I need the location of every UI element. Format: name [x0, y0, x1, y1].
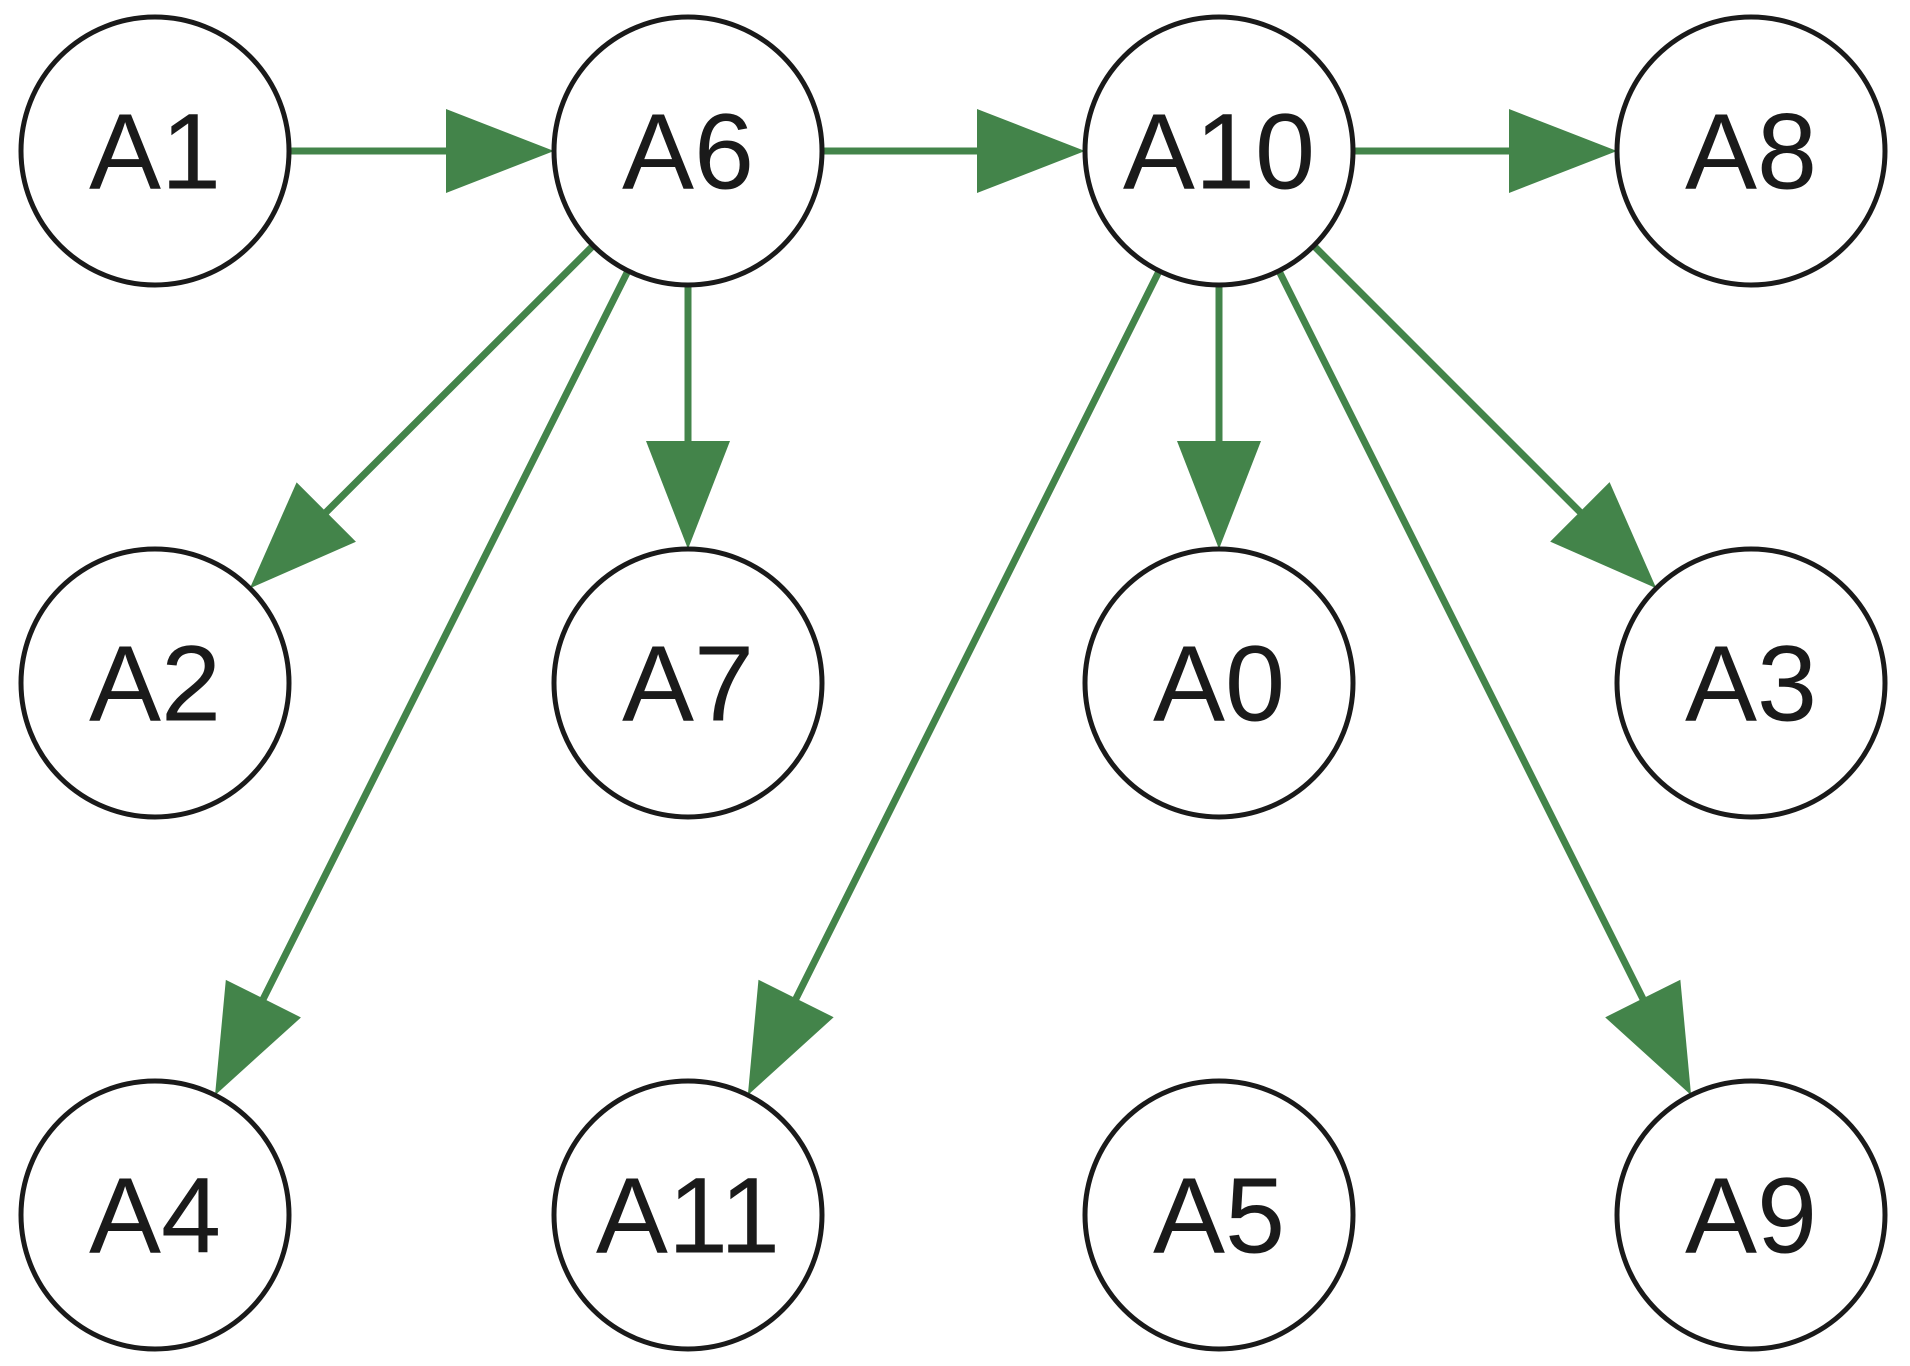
- node-a9: A9: [1614, 1078, 1888, 1352]
- node-a0: A0: [1082, 546, 1356, 820]
- node-label: A2: [89, 623, 221, 744]
- node-circle: [1614, 546, 1888, 820]
- edge-line: [1310, 242, 1587, 519]
- edges-layer: [215, 109, 1692, 1096]
- node-label: A11: [596, 1155, 780, 1276]
- arrowhead: [1550, 482, 1657, 589]
- node-circle: [551, 1078, 825, 1352]
- arrowhead: [446, 109, 554, 193]
- node-circle: [18, 546, 292, 820]
- arrowhead: [1605, 979, 1692, 1096]
- node-circle: [1614, 14, 1888, 288]
- node-circle: [18, 1078, 292, 1352]
- edge-line: [258, 267, 632, 1006]
- arrowhead: [215, 979, 301, 1096]
- node-circle: [1082, 546, 1356, 820]
- node-a11: A11: [551, 1078, 825, 1352]
- arrowhead: [249, 482, 356, 589]
- node-label: A0: [1153, 623, 1285, 744]
- edge-a10-to-a3: [1310, 242, 1657, 589]
- node-label: A5: [1153, 1155, 1285, 1276]
- edge-a6-to-a2: [249, 242, 597, 589]
- node-label: A8: [1685, 91, 1817, 212]
- arrowhead: [1509, 109, 1617, 193]
- node-a5: A5: [1082, 1078, 1356, 1352]
- edge-line: [319, 242, 597, 519]
- node-circle: [1082, 14, 1356, 288]
- node-circle: [18, 14, 292, 288]
- edge-a10-to-a0: [1177, 281, 1261, 549]
- node-label: A4: [89, 1155, 221, 1276]
- node-circle: [1614, 1078, 1888, 1352]
- arrowhead: [977, 109, 1085, 193]
- node-a10: A10: [1082, 14, 1356, 288]
- node-a7: A7: [551, 546, 825, 820]
- node-label: A10: [1123, 91, 1315, 212]
- node-circle: [551, 14, 825, 288]
- edge-a6-to-a10: [818, 109, 1085, 193]
- node-a4: A4: [18, 1078, 292, 1352]
- arrowhead: [646, 441, 730, 549]
- edge-a6-to-a7: [646, 281, 730, 549]
- edge-a10-to-a11: [747, 267, 1163, 1096]
- node-label: A1: [89, 91, 221, 212]
- edge-a1-to-a6: [285, 109, 554, 193]
- node-a1: A1: [18, 14, 292, 288]
- edge-a10-to-a8: [1349, 109, 1617, 193]
- edge-line: [1275, 267, 1649, 1006]
- node-circle: [551, 546, 825, 820]
- node-a8: A8: [1614, 14, 1888, 288]
- node-label: A7: [622, 623, 754, 744]
- arrowhead: [747, 979, 834, 1096]
- edge-line: [790, 267, 1163, 1006]
- edge-a6-to-a4: [215, 267, 632, 1096]
- node-circle: [1082, 1078, 1356, 1352]
- node-label: A9: [1685, 1155, 1817, 1276]
- edge-a10-to-a9: [1275, 267, 1692, 1096]
- arrowhead: [1177, 441, 1261, 549]
- node-label: A3: [1685, 623, 1817, 744]
- node-a2: A2: [18, 546, 292, 820]
- node-label: A6: [622, 91, 754, 212]
- node-a6: A6: [551, 14, 825, 288]
- node-a3: A3: [1614, 546, 1888, 820]
